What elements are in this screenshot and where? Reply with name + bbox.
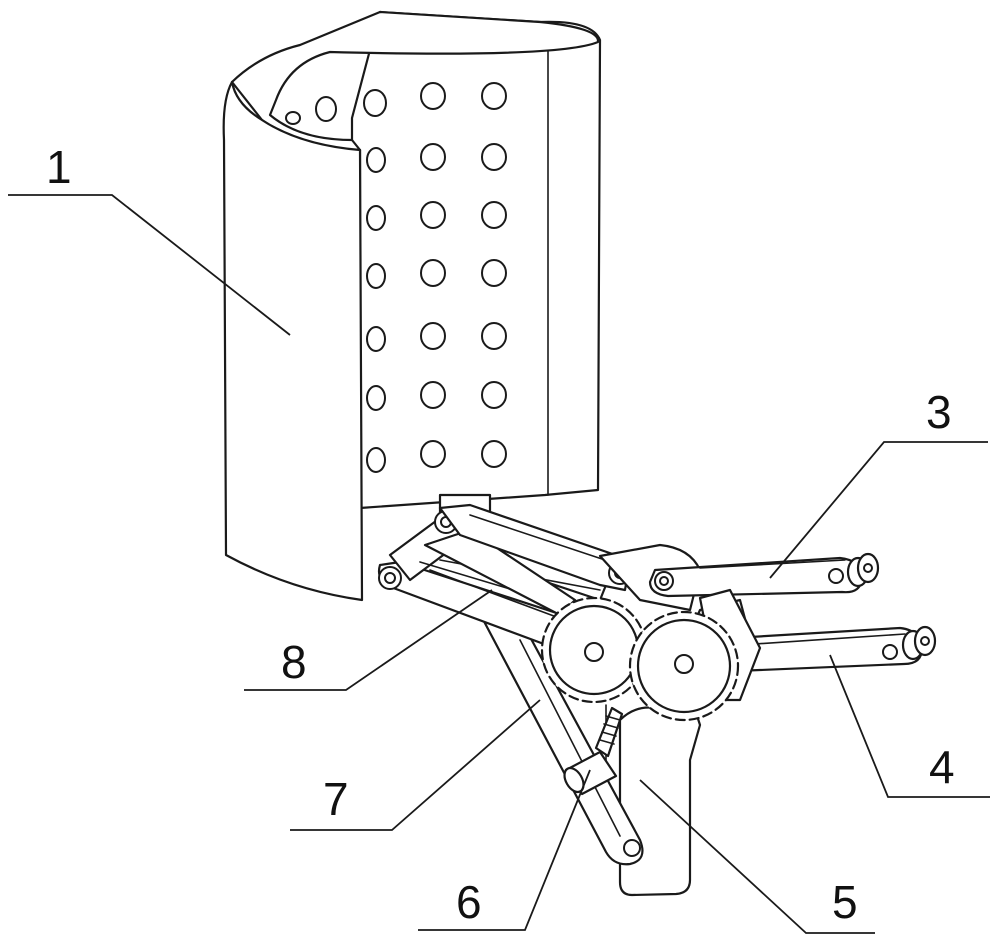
upper-clamp-arm [648, 552, 880, 598]
label-6: 6 [456, 876, 482, 928]
label-3: 3 [926, 386, 952, 438]
spring-cylinder [563, 706, 624, 796]
left-rail-assembly [377, 510, 612, 652]
label-7: 7 [323, 773, 349, 825]
lower-link-arm [476, 598, 644, 866]
part-labels: 1 3 4 5 6 7 8 [46, 141, 955, 928]
label-4: 4 [929, 741, 955, 793]
panel-holes [285, 82, 507, 473]
label-1: 1 [46, 141, 72, 193]
right-gear [628, 610, 740, 722]
leader-lines [8, 194, 990, 934]
label-8: 8 [281, 636, 307, 688]
label-5: 5 [832, 876, 858, 928]
left-gear [540, 596, 648, 704]
perforated-panel [222, 10, 602, 602]
